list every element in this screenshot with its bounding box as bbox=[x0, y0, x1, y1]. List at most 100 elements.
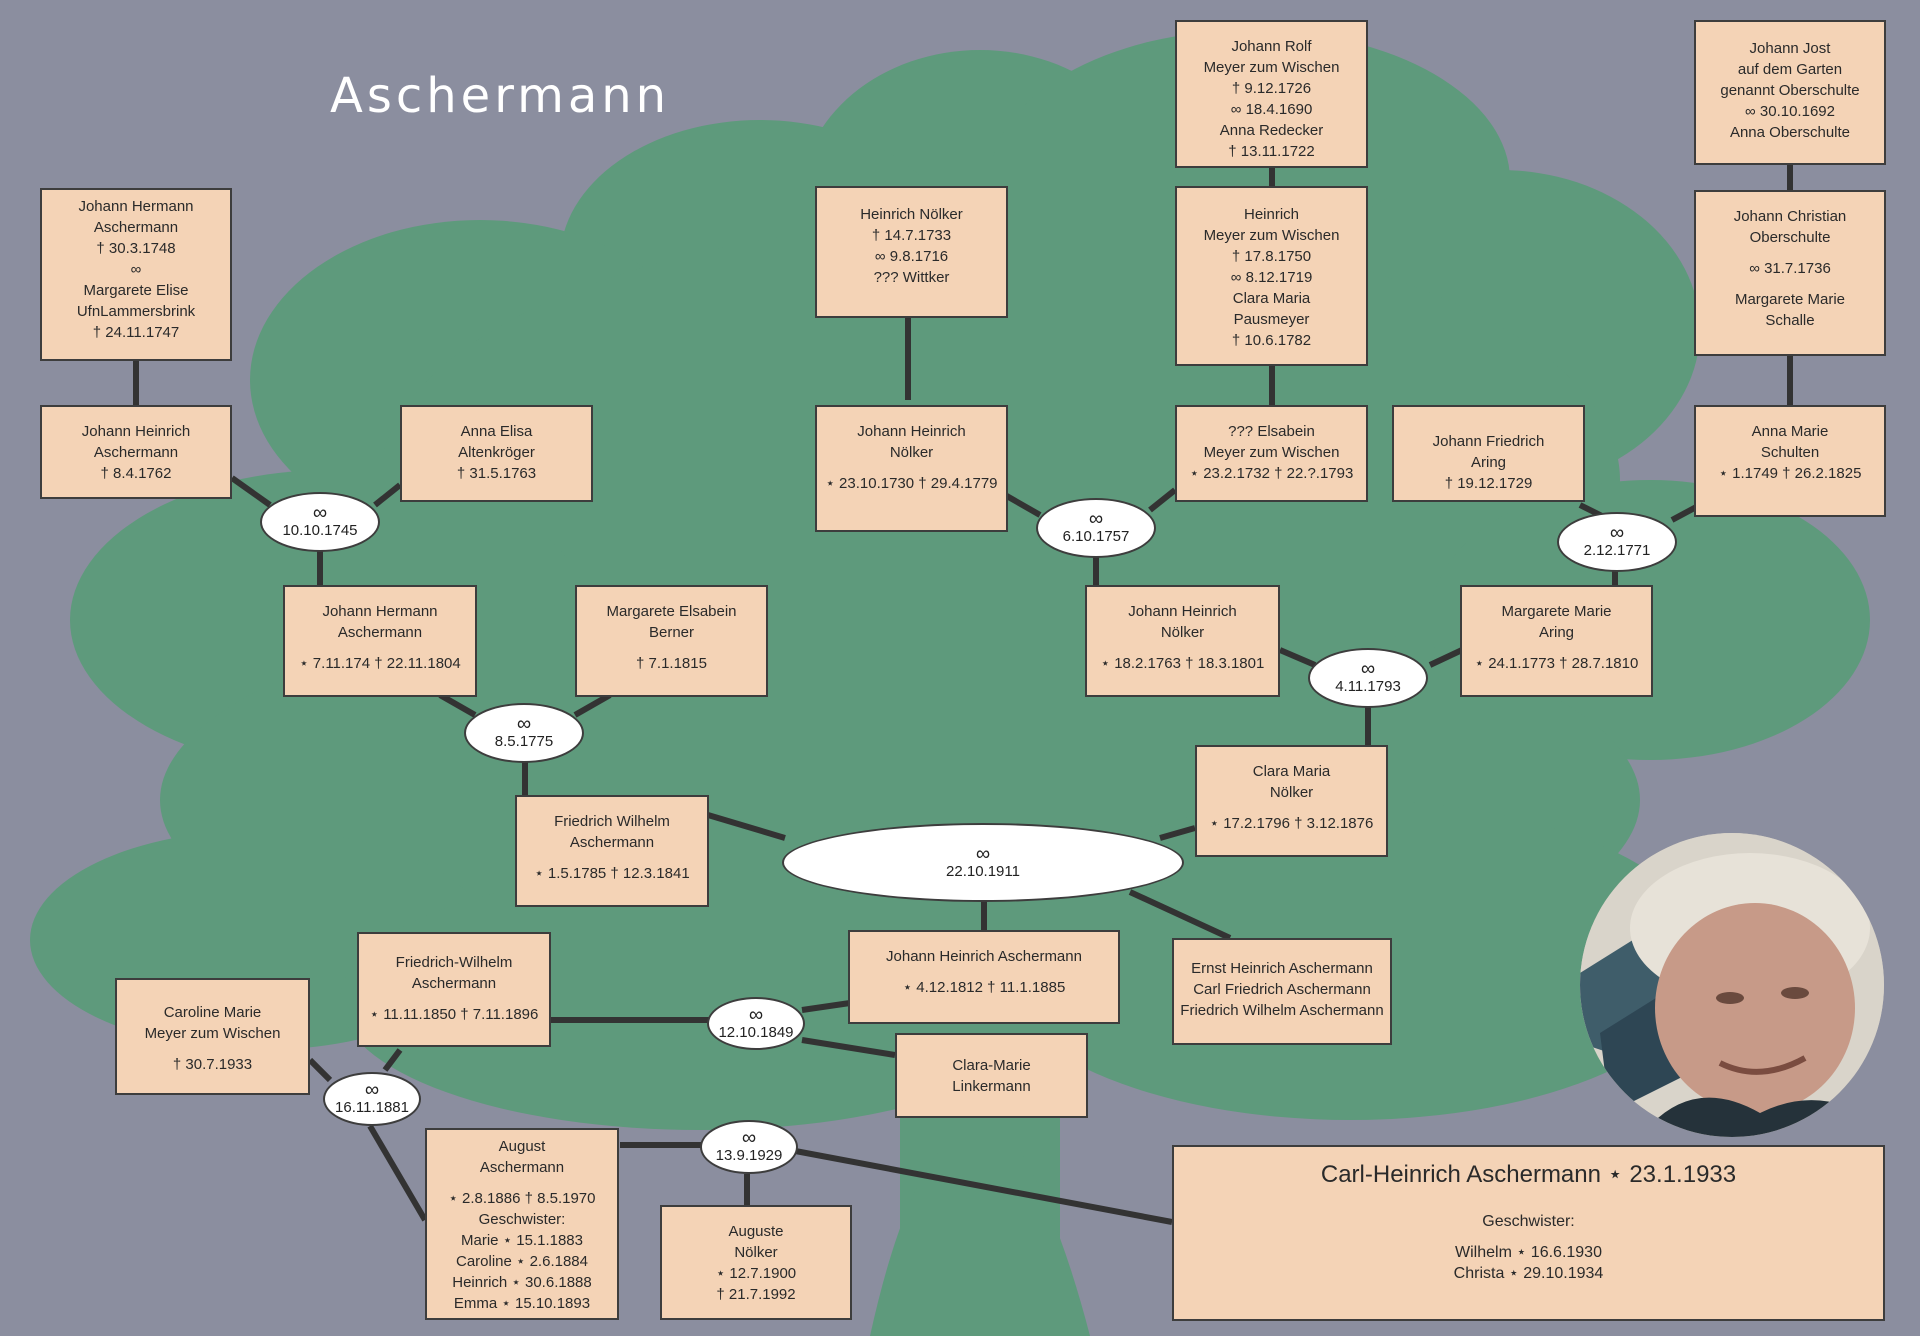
person-text-line: Clara Maria bbox=[1232, 290, 1311, 307]
person-text-line: Meyer zum Wischen bbox=[144, 1025, 281, 1042]
marriage-symbol: ∞ bbox=[975, 842, 991, 865]
marriage-oval-1745: ∞ 10.10.1745 bbox=[260, 492, 380, 552]
person-text-line: Meyer zum Wischen bbox=[1203, 227, 1340, 244]
person-text-line: Johann Heinrich bbox=[81, 423, 191, 440]
marriage-oval-1793: ∞ 4.11.1793 bbox=[1308, 648, 1428, 708]
person-text-line: ⋆ 17.2.1796 † 3.12.1876 bbox=[1209, 815, 1374, 832]
person-text-line: Meyer zum Wischen bbox=[1203, 59, 1340, 76]
marriage-date: 12.10.1849 bbox=[718, 1023, 794, 1041]
person-text-line: Pausmeyer bbox=[1233, 311, 1310, 328]
person-text-line: ⋆ 2.8.1886 † 8.5.1970 bbox=[448, 1190, 596, 1207]
person-text-line: † 9.12.1726 bbox=[1231, 80, 1312, 97]
marriage-oval-1771: ∞ 2.12.1771 bbox=[1557, 512, 1677, 572]
person-text-line: Oberschulte bbox=[1749, 229, 1831, 246]
person-text-line bbox=[1091, 643, 1274, 653]
person-text-line: Johann Christian bbox=[1733, 208, 1847, 225]
person-text-line: Nölker bbox=[889, 444, 934, 461]
person-text-line: ⋆ 12.7.1900 bbox=[715, 1265, 797, 1282]
person-text-line: Emma ⋆ 15.10.1893 bbox=[453, 1295, 591, 1312]
marriage-date: 4.11.1793 bbox=[1335, 678, 1401, 695]
person-text-line: Aschermann bbox=[569, 834, 655, 851]
marriage-oval-1911: ∞ 22.10.1911 bbox=[782, 823, 1184, 902]
person-text-line: Berner bbox=[648, 624, 695, 641]
main-person-siblings-label: Geschwister: bbox=[1482, 1213, 1575, 1230]
marriage-symbol: ∞ bbox=[516, 713, 532, 735]
person-text-line: ⋆ 7.11.174 † 22.11.1804 bbox=[299, 655, 461, 672]
person-text-line bbox=[1201, 803, 1382, 813]
person-text-line: ∞ bbox=[130, 261, 142, 278]
person-text-line: ??? Elsabein bbox=[1228, 423, 1315, 440]
person-text-line: ⋆ 4.12.1812 † 11.1.1885 bbox=[902, 979, 1066, 996]
person-text-line: Johann Heinrich Aschermann bbox=[886, 948, 1082, 965]
person-text-line: † 13.11.1722 bbox=[1228, 143, 1315, 160]
person-text-line: † 30.7.1933 bbox=[172, 1056, 253, 1073]
person-text-line: ∞ 18.4.1690 bbox=[1230, 101, 1313, 118]
person-text-line: Anna Marie bbox=[1751, 423, 1829, 440]
person-text-line: † 30.3.1748 bbox=[96, 240, 176, 257]
person-text-line bbox=[363, 994, 545, 1004]
person-text-line: † 21.7.1992 bbox=[716, 1286, 796, 1303]
marriage-oval-1881: ∞ 16.11.1881 bbox=[323, 1072, 421, 1126]
person-text-line: Caroline ⋆ 2.6.1884 bbox=[456, 1253, 588, 1270]
person-text-line: Anna Redecker bbox=[1219, 122, 1324, 139]
person-text-line bbox=[581, 643, 762, 653]
person-text-line bbox=[289, 643, 471, 653]
person-text-line: ⋆ 18.2.1763 † 18.3.1801 bbox=[1100, 655, 1265, 672]
person-text-line: † 10.6.1782 bbox=[1231, 332, 1312, 349]
marriage-oval-1849: ∞ 12.10.1849 bbox=[707, 997, 805, 1050]
person-text-line: Altenkröger bbox=[458, 444, 535, 461]
person-text-line: Aschermann bbox=[337, 624, 423, 641]
person-text-line: August bbox=[498, 1138, 546, 1155]
person-text-line: Johann Heinrich bbox=[1128, 603, 1237, 620]
person-text-line: † 31.5.1763 bbox=[456, 465, 537, 482]
marriage-date: 8.5.1775 bbox=[494, 733, 554, 750]
person-text-line: Nölker bbox=[1269, 784, 1314, 801]
person-text-line: ∞ 9.8.1716 bbox=[874, 248, 949, 265]
person-text-line: auf dem Garten bbox=[1737, 61, 1843, 78]
person-text-line: genannt Oberschulte bbox=[1720, 82, 1860, 99]
person-text-line: Clara Maria bbox=[1252, 763, 1331, 780]
marriage-date: 16.11.1881 bbox=[335, 1099, 409, 1116]
person-text-line: Heinrich ⋆ 30.6.1888 bbox=[452, 1274, 592, 1291]
person-text-line: ∞ 30.10.1692 bbox=[1745, 103, 1835, 120]
person-text-line: Caroline Marie bbox=[163, 1004, 262, 1021]
person-text-line: Ernst Heinrich Aschermann bbox=[1191, 960, 1373, 977]
person-text-line: † 8.4.1762 bbox=[100, 465, 172, 482]
person-text-line: ⋆ 23.2.1732 † 22.?.1793 bbox=[1189, 465, 1354, 482]
person-text-line: Heinrich bbox=[1243, 206, 1300, 223]
marriage-date: 22.10.1911 bbox=[946, 862, 1020, 880]
person-text-line bbox=[1466, 643, 1647, 653]
person-text-line: Johann Friedrich bbox=[1432, 433, 1545, 450]
person-text-line: Aring bbox=[1470, 454, 1507, 471]
person-text-line: † 24.11.1747 bbox=[92, 324, 180, 341]
main-person-box: Carl-Heinrich Aschermann ⋆ 23.1.1933 Ges… bbox=[1172, 1145, 1885, 1321]
person-text-line: UfnLammersbrink bbox=[76, 303, 196, 320]
person-text-line: Marie ⋆ 15.1.1883 bbox=[461, 1232, 583, 1249]
main-person-sibling: Wilhelm ⋆ 16.6.1930 bbox=[1455, 1244, 1602, 1261]
marriage-symbol: ∞ bbox=[364, 1079, 380, 1101]
person-text-line: † 14.7.1733 bbox=[871, 227, 952, 244]
person-text-line: Linkermann bbox=[952, 1078, 1031, 1095]
person-text-line bbox=[821, 463, 1002, 473]
person-text-line: Anna Elisa bbox=[460, 423, 533, 440]
person-text-line: Carl Friedrich Aschermann bbox=[1193, 981, 1371, 998]
marriage-symbol: ∞ bbox=[1609, 522, 1625, 544]
person-text-line: Friedrich Wilhelm Aschermann bbox=[1180, 1002, 1384, 1019]
person-text-line: Heinrich Nölker bbox=[860, 206, 963, 223]
